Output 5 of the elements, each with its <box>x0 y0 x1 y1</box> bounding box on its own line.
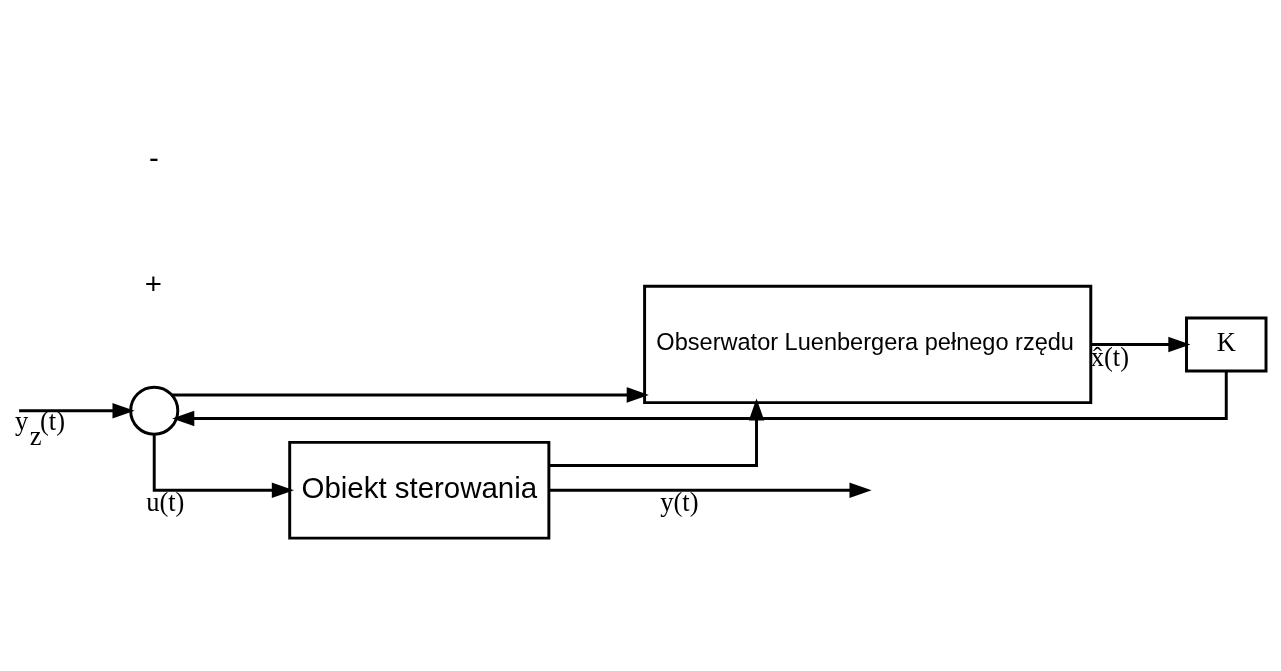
edge-label: y(t) <box>660 486 699 517</box>
label: + <box>144 266 162 300</box>
edge-label: x̂(t) <box>1090 341 1130 372</box>
edge-label: u(t) <box>146 486 185 517</box>
label: - <box>149 140 159 174</box>
